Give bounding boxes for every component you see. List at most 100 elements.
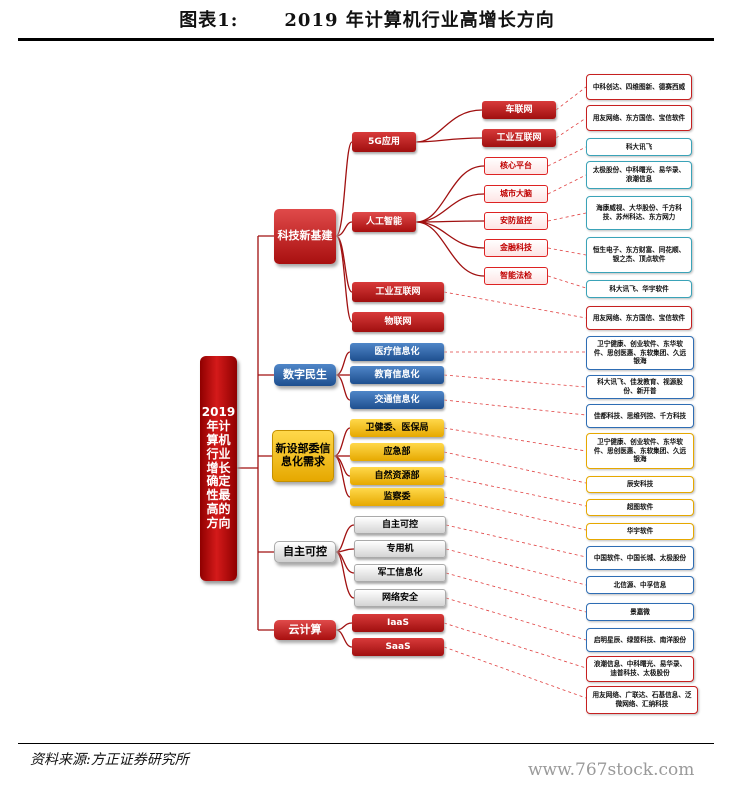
node-iiot5g-label: 工业互联网	[496, 132, 542, 143]
leaf-special-companies: 北信源、中孚信息	[586, 576, 694, 594]
watermark: www.767stock.com	[528, 760, 695, 780]
node-smart-law: 智能法检	[484, 267, 548, 285]
node-netsec-label: 网络安全	[381, 592, 418, 603]
leaf-health-companies: 卫宁健康、创业软件、东华软件、思创医惠、东软集团、久远银海	[586, 433, 694, 469]
leaf-iiot5g-text: 用友网络、东方国信、宝信软件	[592, 113, 686, 122]
node-supervision: 监察委	[350, 488, 444, 506]
leaf-netsec-text: 启明星辰、绿盟科技、南洋股份	[593, 635, 687, 644]
node-special-label: 专用机	[386, 543, 414, 554]
node-traffic-label: 交通信息化	[374, 394, 420, 405]
branch-tech-infrastructure: 科技新基建	[274, 209, 336, 264]
node-security: 安防监控	[484, 212, 548, 230]
leaf-edu-companies: 科大讯飞、佳发教育、视源股份、新开普	[586, 375, 694, 399]
leaf-edu-text: 科大讯飞、佳发教育、视源股份、新开普	[597, 378, 683, 395]
leaf-autonomy-text: 中国软件、中国长城、太极股份	[593, 553, 687, 562]
branch-newdept-label: 新设部委信息化需求	[275, 442, 331, 468]
branch-tech-label: 科技新基建	[277, 229, 333, 243]
branch-autonomy: 自主可控	[274, 541, 336, 563]
figure-title-text: 2019 年计算机行业高增长方向	[284, 10, 555, 31]
leaf-special-text: 北信源、中孚信息	[613, 580, 667, 589]
node-autonomy: 自主可控	[354, 516, 446, 534]
top-rule	[18, 38, 714, 41]
leaf-netsec-companies: 启明星辰、绿盟科技、南洋股份	[586, 628, 694, 652]
node-saas-label: SaaS	[385, 641, 411, 652]
leaf-security-text: 海康威视、大华股份、千方科技、苏州科达、东方网力	[596, 204, 682, 221]
node-ai-label: 人工智能	[365, 216, 402, 227]
node-special-machine: 专用机	[354, 540, 446, 558]
leaf-military-text: 景嘉微	[630, 607, 650, 616]
leaf-law-text: 科大讯飞、华宇软件	[609, 284, 669, 293]
leaf-medical-text: 卫宁健康、创业软件、东华软件、思创医惠、东软集团、久远银海	[593, 340, 687, 366]
leaf-city-companies: 太极股份、中科曙光、易华录、浪潮信息	[586, 161, 692, 189]
leaf-core-companies: 科大讯飞	[586, 138, 692, 156]
leaf-fintech-companies: 恒生电子、东方财富、同花顺、银之杰、顶点软件	[586, 237, 692, 273]
leaf-iaas-companies: 浪潮信息、中科曙光、易华录、迪普科技、太极股份	[586, 656, 694, 682]
node-iiot-5g: 工业互联网	[482, 129, 556, 147]
node-5g: 5G应用	[352, 132, 416, 152]
leaf-saas-text: 用友网络、广联达、石基信息、泛微网络、汇纳科技	[592, 691, 692, 708]
root-label: 2019年计算机行业增长确定性最高的方向	[201, 405, 236, 530]
leaf-law-companies: 科大讯飞、华宇软件	[586, 280, 692, 298]
leaf-emergency-companies: 辰安科技	[586, 476, 694, 493]
node-emergency-label: 应急部	[383, 446, 411, 457]
leaf-supervision-text: 华宇软件	[626, 527, 654, 536]
node-medical-it: 医疗信息化	[350, 343, 444, 361]
figure-title: 图表1: 2019 年计算机行业高增长方向	[0, 6, 734, 32]
node-supervision-label: 监察委	[383, 491, 411, 502]
node-emergency: 应急部	[350, 443, 444, 461]
leaf-military-companies: 景嘉微	[586, 603, 694, 621]
leaf-iiot5g-companies: 用友网络、东方国信、宝信软件	[586, 105, 692, 131]
bottom-rule	[18, 743, 714, 744]
node-security-label: 安防监控	[500, 216, 532, 226]
node-iaas: IaaS	[352, 614, 444, 632]
leaf-emergency-text: 辰安科技	[626, 480, 654, 489]
branch-control-label: 自主可控	[283, 544, 327, 558]
leaf-traffic-text: 佳都科技、思维列控、千方科技	[593, 411, 687, 420]
node-cv: 车联网	[482, 101, 556, 119]
node-health-commission: 卫健委、医保局	[350, 419, 444, 437]
leaf-city-text: 太极股份、中科曙光、易华录、浪潮信息	[592, 166, 686, 183]
leaf-cv-companies: 中科创达、四维图新、德赛西威	[586, 74, 692, 100]
leaf-iiot-text: 用友网络、东方国信、宝信软件	[592, 313, 686, 322]
node-fintech: 金融科技	[484, 239, 548, 257]
leaf-security-companies: 海康威视、大华股份、千方科技、苏州科达、东方网力	[586, 196, 692, 230]
branch-new-departments: 新设部委信息化需求	[272, 430, 334, 482]
node-iiot: 工业互联网	[352, 282, 444, 302]
node-medical-label: 医疗信息化	[374, 346, 420, 357]
node-resource-label: 自然资源部	[374, 470, 420, 481]
node-iot: 物联网	[352, 312, 444, 332]
node-traffic-it: 交通信息化	[350, 391, 444, 409]
leaf-traffic-companies: 佳都科技、思维列控、千方科技	[586, 404, 694, 428]
leaf-core-text: 科大讯飞	[625, 142, 653, 151]
leaf-fintech-text: 恒生电子、东方财富、同花顺、银之杰、顶点软件	[592, 246, 686, 263]
node-iot-label: 物联网	[384, 316, 412, 327]
root-node: 2019年计算机行业增长确定性最高的方向	[200, 356, 237, 581]
node-5g-label: 5G应用	[368, 136, 400, 147]
figure-label: 图表1:	[179, 10, 239, 31]
leaf-autonomy-companies: 中国软件、中国长城、太极股份	[586, 546, 694, 570]
leaf-iaas-text: 浪潮信息、中科曙光、易华录、迪普科技、太极股份	[593, 660, 687, 677]
branch-digital-livelihood: 数字民生	[274, 364, 336, 386]
branch-digital-label: 数字民生	[283, 367, 327, 381]
node-natural-resources: 自然资源部	[350, 467, 444, 485]
node-fintech-label: 金融科技	[500, 243, 532, 253]
node-law-label: 智能法检	[500, 271, 532, 281]
node-autonomy-label: 自主可控	[381, 519, 418, 530]
leaf-medical-companies: 卫宁健康、创业软件、东华软件、思创医惠、东软集团、久远银海	[586, 336, 694, 370]
node-iiot-label: 工业互联网	[375, 286, 421, 297]
node-edu-label: 教育信息化	[374, 369, 420, 380]
node-network-security: 网络安全	[354, 589, 446, 607]
leaf-saas-companies: 用友网络、广联达、石基信息、泛微网络、汇纳科技	[586, 686, 698, 714]
branch-cloud-label: 云计算	[288, 622, 322, 636]
node-core-platform: 核心平台	[484, 157, 548, 175]
node-iaas-label: IaaS	[387, 617, 409, 628]
leaf-iiot-companies: 用友网络、东方国信、宝信软件	[586, 306, 692, 330]
leaf-supervision-companies: 华宇软件	[586, 523, 694, 540]
leaf-resource-companies: 超图软件	[586, 499, 694, 516]
node-core-label: 核心平台	[500, 161, 532, 171]
node-cv-label: 车联网	[505, 104, 533, 115]
node-military-it: 军工信息化	[354, 564, 446, 582]
node-city-brain: 城市大脑	[484, 185, 548, 203]
node-city-label: 城市大脑	[500, 189, 532, 199]
